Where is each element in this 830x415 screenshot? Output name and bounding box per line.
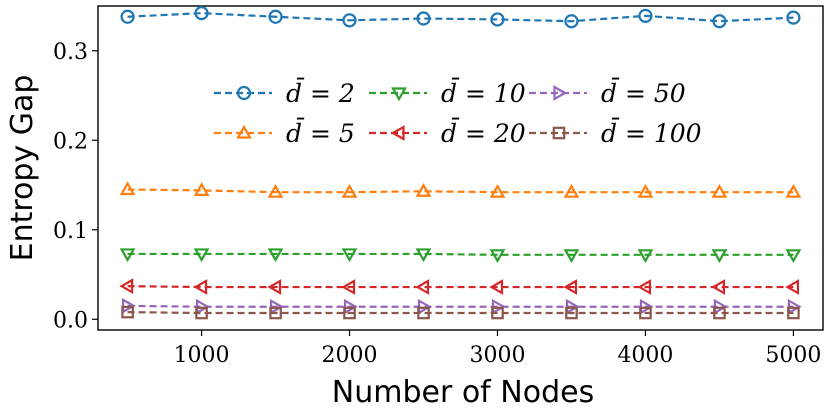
y-tick-label: 0.3 — [53, 40, 88, 65]
series-line — [127, 285, 794, 289]
data-point — [268, 9, 283, 24]
legend-label: d̄ = 100 — [601, 119, 702, 148]
data-point — [341, 248, 358, 263]
data-point — [489, 249, 506, 264]
y-tick-label: 0.1 — [53, 219, 88, 244]
data-point — [785, 249, 802, 264]
legend-entry-6: d̄ = 100 — [529, 119, 702, 148]
data-point — [785, 279, 800, 295]
data-point — [267, 279, 282, 295]
x-tick-label: 3000 — [469, 343, 525, 368]
data-point — [193, 248, 210, 263]
legend-entry-5: d̄ = 50 — [529, 79, 686, 108]
legend-entry-4: d̄ = 20 — [369, 119, 526, 148]
plot-frame — [97, 5, 824, 331]
data-point — [563, 279, 578, 295]
x-tick-label: 2000 — [322, 343, 378, 368]
legend-marker — [553, 85, 568, 101]
legend-entry-1: d̄ = 2 — [214, 79, 355, 108]
data-point — [119, 278, 134, 295]
legend-label: d̄ = 5 — [286, 119, 355, 148]
data-point — [785, 183, 802, 198]
x-axis-title: Number of Nodes — [332, 375, 594, 410]
series-line — [127, 304, 794, 308]
data-point — [415, 248, 432, 263]
x-tick-label: 1000 — [174, 343, 230, 368]
data-point — [119, 181, 136, 196]
legend-marker — [552, 126, 566, 140]
data-point — [120, 9, 135, 24]
data-point — [193, 279, 208, 295]
data-point — [491, 306, 504, 320]
legend-entry-2: d̄ = 5 — [214, 119, 355, 148]
legend-marker — [236, 124, 252, 139]
series-line — [127, 252, 794, 256]
data-point — [638, 8, 653, 23]
series-line — [127, 310, 794, 315]
data-point — [711, 249, 728, 264]
legend-marker — [390, 125, 405, 141]
data-point — [415, 279, 430, 295]
series-5 — [121, 297, 802, 315]
data-point — [415, 183, 432, 197]
series-line — [127, 188, 794, 194]
y-axis-title: Entropy Gap — [5, 75, 40, 262]
data-point — [341, 183, 358, 198]
data-point — [343, 306, 356, 320]
data-point — [564, 14, 579, 29]
data-point — [195, 306, 208, 320]
data-point — [711, 279, 726, 295]
legend-marker — [391, 87, 407, 102]
legend-label: d̄ = 10 — [441, 79, 526, 108]
data-point — [119, 248, 136, 263]
data-point — [267, 248, 284, 263]
data-point — [563, 183, 580, 198]
x-tick-label: 5000 — [765, 343, 821, 368]
legend: d̄ = 2 d̄ = 5 d̄ = 10 d̄ = 20 d̄ = 50 d̄ = 10… — [214, 79, 702, 148]
data-point — [489, 183, 506, 198]
data-point — [637, 249, 654, 264]
data-point — [637, 279, 652, 295]
series-2 — [119, 181, 802, 198]
series-6 — [121, 305, 800, 320]
data-point — [121, 305, 134, 319]
series-line — [127, 12, 794, 23]
data-point — [565, 306, 578, 320]
data-point — [193, 182, 210, 196]
series-1 — [120, 6, 801, 29]
data-point — [713, 306, 726, 320]
legend-marker — [236, 85, 252, 101]
legend-label: d̄ = 50 — [601, 79, 686, 108]
data-point — [787, 306, 800, 320]
y-tick-label: 0.0 — [53, 308, 88, 333]
data-point — [563, 249, 580, 264]
data-point — [637, 183, 654, 198]
data-point — [490, 12, 505, 27]
data-point — [194, 6, 209, 21]
series-3 — [119, 248, 802, 264]
data-point — [711, 183, 728, 198]
data-point — [267, 183, 284, 198]
data-point — [712, 14, 727, 29]
data-point — [786, 10, 801, 25]
data-point — [417, 306, 430, 320]
data-point — [416, 11, 431, 26]
data-point — [489, 279, 504, 295]
data-point — [269, 306, 282, 320]
series-4 — [119, 278, 800, 295]
y-tick-label: 0.2 — [53, 129, 88, 154]
data-point — [341, 279, 356, 295]
data-point — [639, 306, 652, 320]
legend-entry-3: d̄ = 10 — [369, 79, 526, 108]
x-tick-label: 4000 — [617, 343, 673, 368]
legend-label: d̄ = 2 — [286, 79, 355, 108]
data-point — [342, 13, 357, 28]
legend-label: d̄ = 20 — [441, 119, 526, 148]
plot-area: 1000 2000 3000 4000 5000 0.0 0.1 0.2 0.3 — [53, 5, 824, 368]
